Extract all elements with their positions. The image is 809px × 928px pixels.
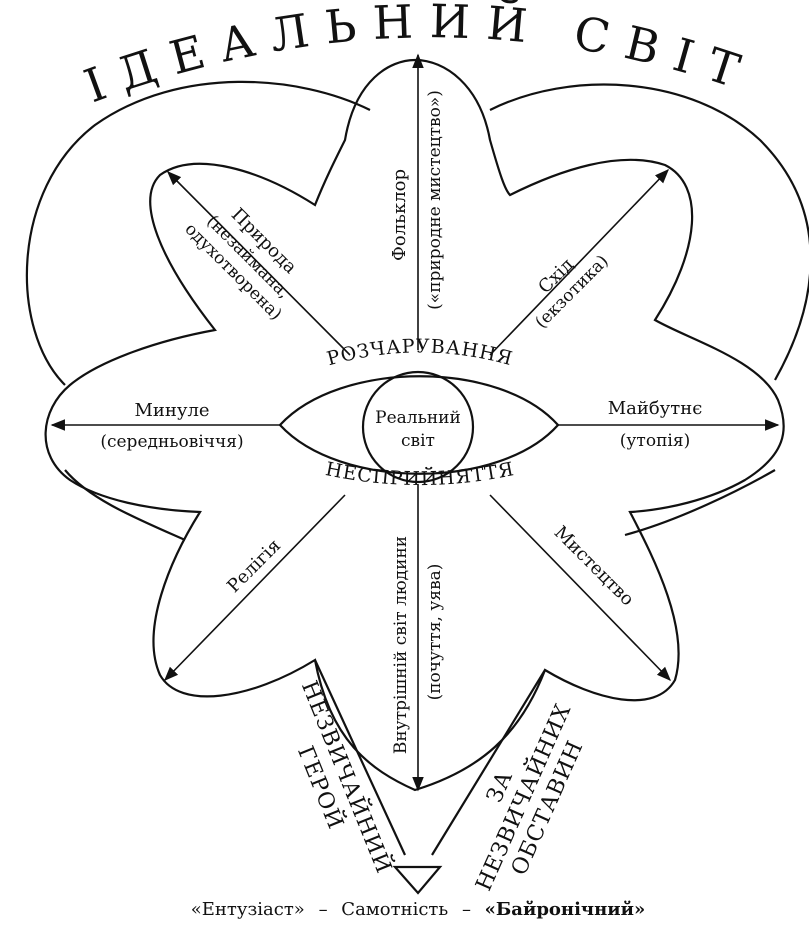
arrow-bottom-left [163,494,346,682]
footer-byronic: «Байронічний» [485,899,646,920]
footer-dash-1: – [319,899,328,920]
unusual-circumstances: ЗА НЕЗВИЧАЙНИХ ОБСТАВИН [469,699,589,895]
arc-rejection: НЕСПРИЙНЯТТЯ [324,458,517,490]
branch-nature: Природа (незаймана, одухотворена) [181,204,301,324]
footer-triangle [392,865,443,895]
funnel-left [314,659,406,856]
future-sublabel: (утопія) [620,431,690,451]
inner-world-sublabel: (почуття, уява) [425,564,445,701]
center-label-line1: Реальний [375,408,461,428]
footer-enthusiast: «Ентузіаст» [191,899,305,920]
footer-caption: «Ентузіаст» – Самотність – «Байронічний» [191,899,645,920]
art-label: Мистецтво [550,522,638,610]
title-ideal-world: ІДЕАЛЬНИЙ СВІТ [77,0,761,113]
folklore-sublabel: («природне мистецтво») [425,90,445,310]
footer-loneliness: Самотність [341,899,448,920]
unusual-hero: НЕЗВИЧАЙНИЙ ГЕРОЙ [292,676,399,877]
footer-dash-2: – [462,899,471,920]
arc-disappointment: РОЗЧАРУВАННЯ [325,335,516,370]
folklore-label: Фольклор [389,169,410,261]
arrow-top-left [166,170,351,356]
branch-east: Схід (екзотика) [531,251,612,332]
flower-outline [44,58,785,792]
future-label: Майбутнє [608,398,703,419]
branch-folklore: Фольклор [389,169,410,261]
ideal-world-outline-right [489,83,809,381]
arrow-top-right [489,168,669,356]
ideal-world-outline-left [25,80,371,386]
arrow-bottom-right [489,494,672,682]
funnel-right [431,669,546,856]
past-sublabel: (середньовіччя) [100,432,243,452]
branch-inner-world-sub: (почуття, уява) [425,564,445,701]
ideal-world-outline-lower-right [624,469,776,537]
center-label-line2: світ [401,431,435,451]
ideal-world-outline-lower-left [64,469,186,542]
past-label: Минуле [134,400,209,421]
inner-world-label: Внутрішній світ людини [391,536,411,754]
real-world-circle [361,370,475,484]
branch-folklore-sub: («природне мистецтво») [425,90,445,310]
branch-art: Мистецтво [550,522,638,610]
branch-inner-world: Внутрішній світ людини [391,536,411,754]
